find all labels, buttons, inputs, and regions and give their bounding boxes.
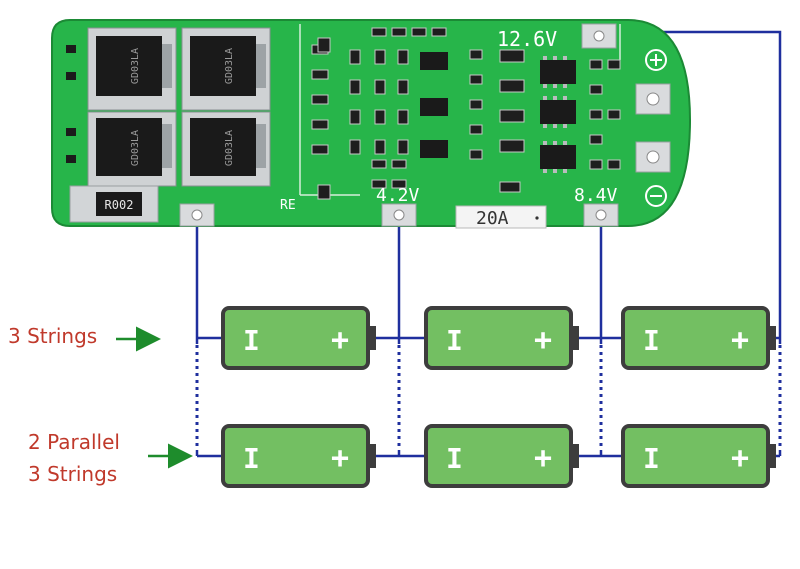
- label-12-6v: 12.6V: [497, 27, 557, 51]
- ic-2: [420, 98, 448, 116]
- current-rating-box: [455, 205, 547, 229]
- battery-cell: I +: [424, 424, 579, 488]
- label-3-strings-second: 3 Strings: [28, 462, 118, 486]
- mosfet-2: [190, 36, 256, 96]
- ic-4: [540, 60, 576, 84]
- battery-cell: I +: [621, 306, 776, 370]
- ic-5: [540, 100, 576, 124]
- output-pad-minus: [635, 141, 671, 173]
- re-mark: RE: [280, 198, 296, 213]
- label-2-parallel: 2 Parallel: [28, 430, 120, 454]
- battery-positive-mark: +: [331, 323, 349, 358]
- battery-row-2: I + I + I +: [221, 424, 776, 488]
- battery-cell: I +: [424, 306, 579, 370]
- battery-negative-mark: I: [243, 442, 260, 475]
- mosfet-1: [96, 36, 162, 96]
- minus-symbol-ring: [645, 185, 667, 207]
- mosfet-code-1: GD03LA: [130, 48, 141, 84]
- label-4-2v: 4.2V: [376, 185, 420, 206]
- ic-3: [420, 140, 448, 158]
- battery-row-1: I + I + I +: [221, 306, 776, 370]
- battery-negative-mark: I: [446, 324, 463, 357]
- wire-b-plus: [630, 30, 782, 456]
- ic-6: [540, 145, 576, 169]
- battery-positive-mark: +: [731, 441, 749, 476]
- battery-positive-mark: +: [534, 323, 552, 358]
- smd-components: [311, 27, 621, 200]
- mosfet-code-2: GD03LA: [224, 48, 235, 84]
- mosfet-4: [190, 118, 256, 176]
- battery-positive-mark: +: [331, 441, 349, 476]
- battery-cell: I +: [221, 424, 376, 488]
- mosfet-group: GD03LA GD03LA GD03LA GD03LA: [87, 27, 271, 187]
- plus-symbol-ring: [645, 49, 667, 71]
- parallel-links: [194, 344, 783, 450]
- battery-cell: I +: [221, 306, 376, 370]
- battery-negative-mark: I: [643, 442, 660, 475]
- battery-cell: I +: [621, 424, 776, 488]
- current-rating: 20A: [476, 208, 509, 229]
- mosfet-code-3: GD03LA: [130, 130, 141, 166]
- label-8-4v: 8.4V: [574, 185, 618, 206]
- bms-board: GD03LA GD03LA GD03LA GD03LA: [51, 19, 692, 229]
- mosfet-code-4: GD03LA: [224, 130, 235, 166]
- resistor-code: R002: [105, 198, 134, 212]
- mosfet-3: [96, 118, 162, 176]
- ic-1: [420, 52, 448, 70]
- battery-positive-mark: +: [731, 323, 749, 358]
- battery-negative-mark: I: [243, 324, 260, 357]
- battery-positive-mark: +: [534, 441, 552, 476]
- label-3-strings: 3 Strings: [8, 324, 98, 348]
- battery-negative-mark: I: [446, 442, 463, 475]
- battery-negative-mark: I: [643, 324, 660, 357]
